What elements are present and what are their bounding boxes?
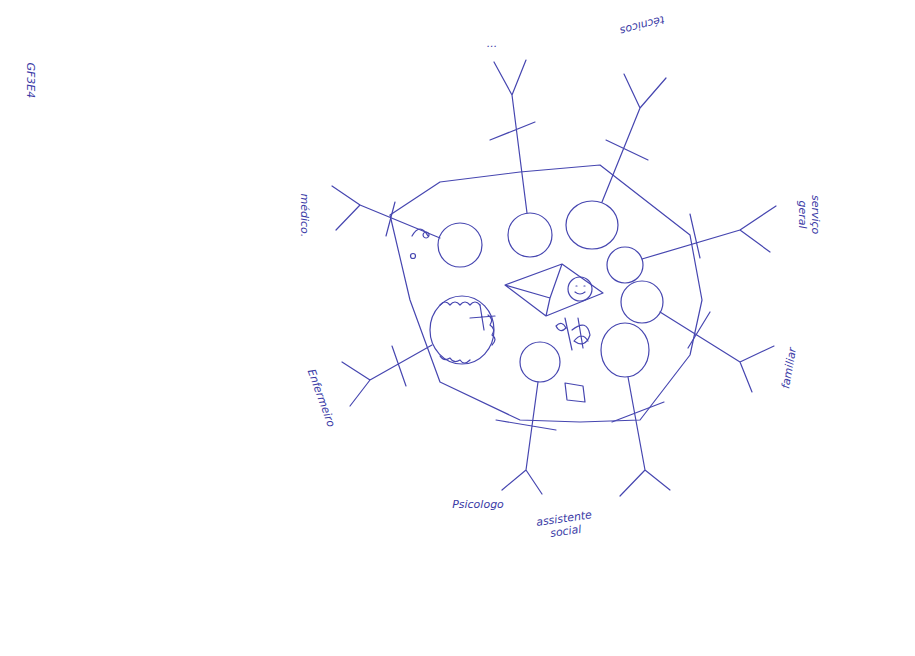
stick-figure	[490, 60, 535, 213]
figure-label: assistente social	[533, 509, 598, 543]
cross-mark	[470, 305, 495, 330]
stethoscope	[412, 229, 429, 238]
head	[520, 342, 560, 382]
small-dot	[411, 254, 416, 259]
stick-figure	[642, 206, 776, 259]
figure-label: técnicos	[618, 12, 665, 36]
figure-label: Psicologo	[452, 499, 504, 512]
stick-figure	[660, 312, 774, 392]
stick-figure	[496, 382, 556, 494]
head	[430, 296, 494, 364]
patient-head	[568, 277, 592, 301]
table-outline	[390, 165, 702, 422]
head	[508, 213, 552, 257]
head	[601, 323, 649, 377]
figure-label: Enfermeiro	[304, 367, 337, 429]
head	[566, 201, 618, 249]
figure-label: médico.	[298, 193, 311, 237]
stick-figure	[612, 377, 670, 496]
stick-figure	[602, 74, 666, 202]
small-object	[565, 383, 585, 402]
patient-face	[575, 286, 585, 294]
hair	[440, 302, 495, 363]
scribble	[556, 318, 590, 350]
head	[438, 223, 482, 267]
stick-figure	[332, 186, 440, 238]
figure-label: serviço geral	[795, 184, 820, 246]
bed	[505, 264, 603, 316]
figure-label: ...	[487, 38, 498, 51]
figure-label: familiar	[780, 346, 800, 389]
page-code: GF3E4	[24, 62, 37, 98]
stick-figure	[342, 345, 432, 406]
head	[607, 247, 643, 283]
head	[621, 281, 663, 323]
